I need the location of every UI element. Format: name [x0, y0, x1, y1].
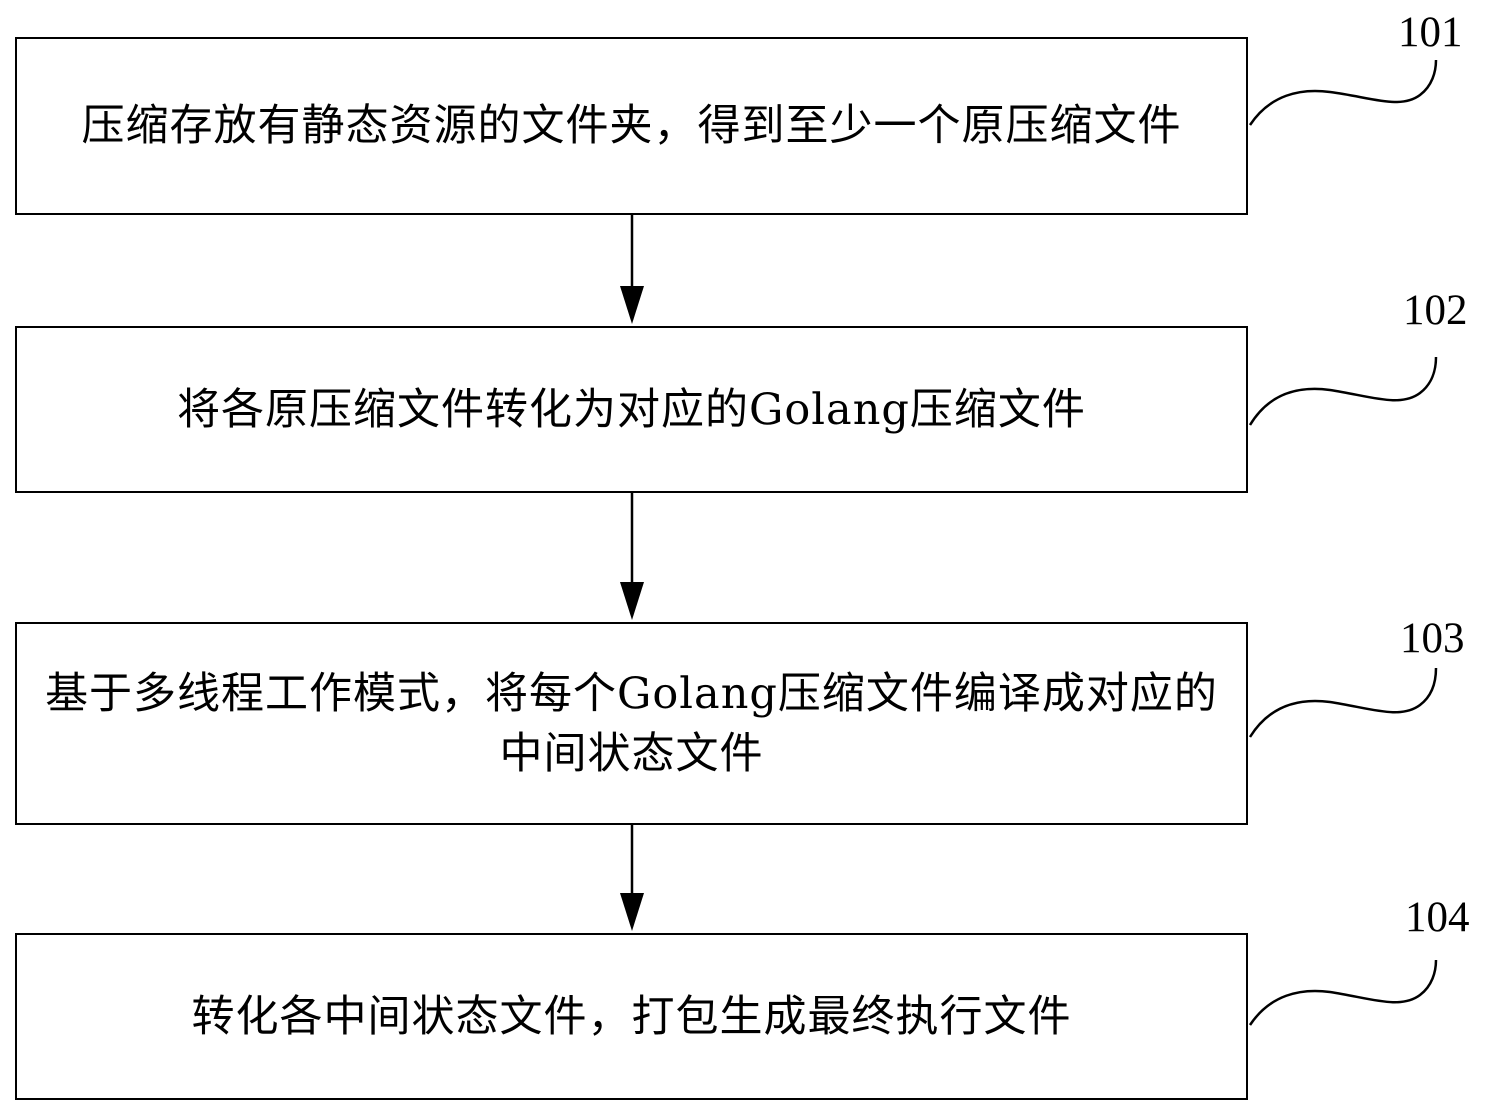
- arrow-101-to-102: [620, 215, 644, 324]
- step-label-104: 104: [1405, 894, 1470, 941]
- step-box-104: 转化各中间状态文件，打包生成最终执行文件: [15, 933, 1248, 1100]
- step-text-101: 压缩存放有静态资源的文件夹，得到至少一个原压缩文件: [81, 101, 1182, 151]
- arrow-102-to-103: [620, 493, 644, 620]
- leader-line-104: [1248, 959, 1438, 1026]
- step-box-101: 压缩存放有静态资源的文件夹，得到至少一个原压缩文件: [15, 37, 1248, 215]
- step-box-102: 将各原压缩文件转化为对应的Golang压缩文件: [15, 326, 1248, 493]
- leader-line-101: [1248, 59, 1438, 126]
- leader-line-103: [1248, 667, 1438, 738]
- step-text-103: 基于多线程工作模式，将每个Golang压缩文件编译成对应的中间状态文件: [45, 668, 1218, 779]
- arrow-103-to-104: [620, 825, 644, 931]
- step-text-104: 转化各中间状态文件，打包生成最终执行文件: [191, 991, 1072, 1042]
- step-text-102: 将各原压缩文件转化为对应的Golang压缩文件: [177, 384, 1086, 435]
- step-box-103: 基于多线程工作模式，将每个Golang压缩文件编译成对应的中间状态文件: [15, 622, 1248, 825]
- step-label-101: 101: [1398, 9, 1463, 56]
- leader-line-102: [1248, 356, 1438, 426]
- step-label-103: 103: [1400, 615, 1465, 662]
- step-label-102: 102: [1403, 287, 1468, 334]
